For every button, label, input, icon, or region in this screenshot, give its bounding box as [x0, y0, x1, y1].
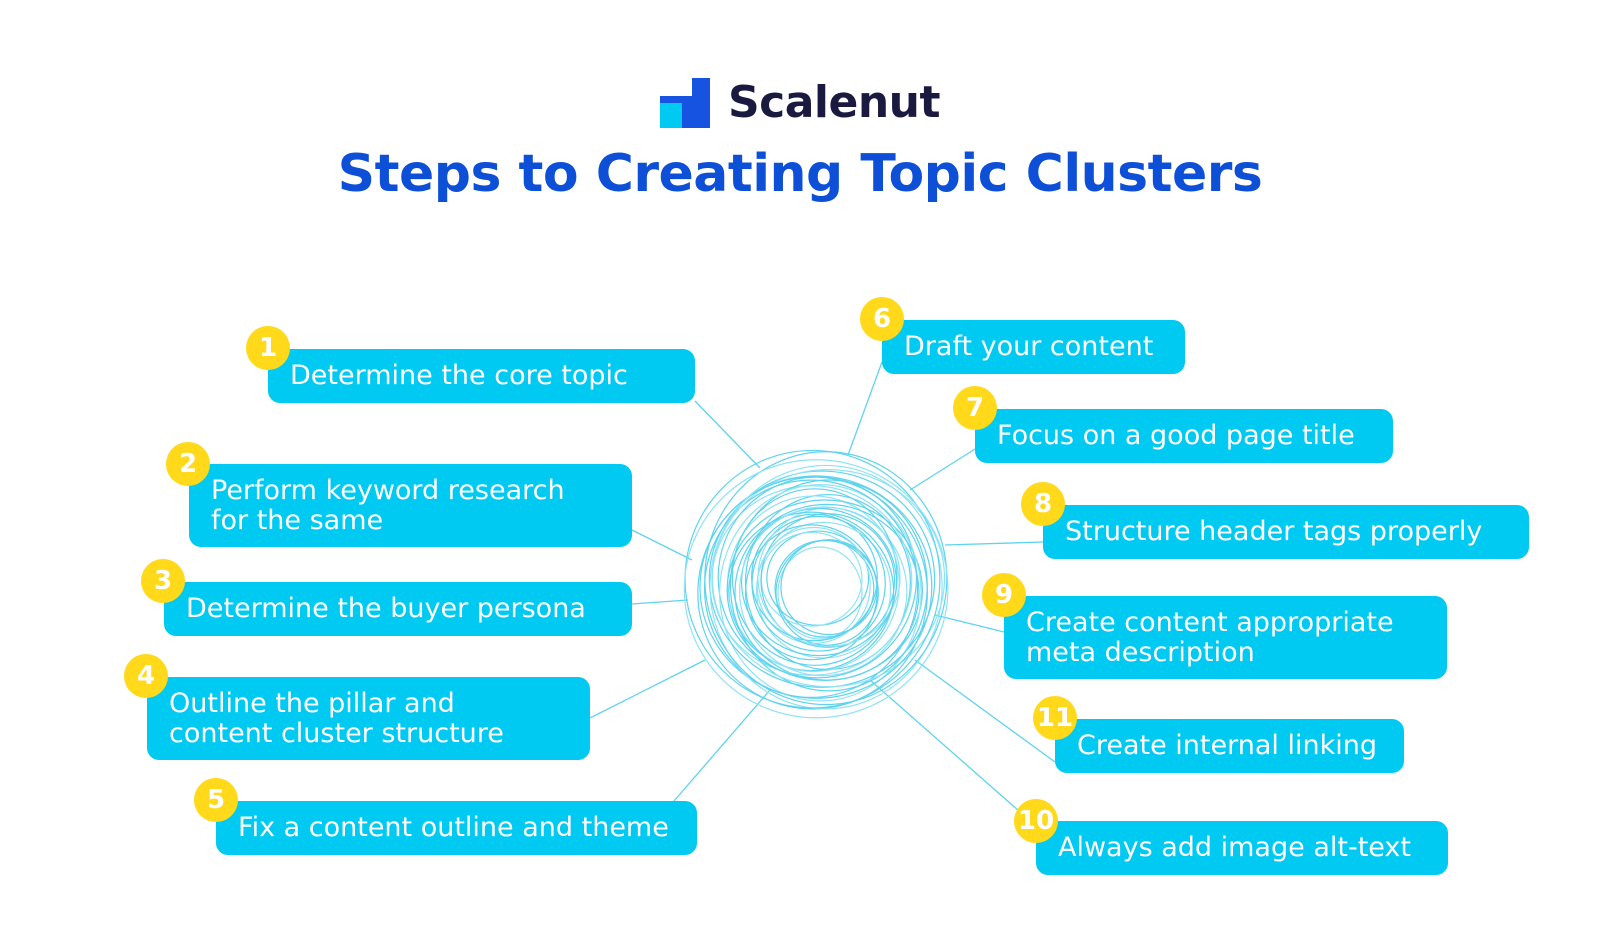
step-box-9: Create content appropriate meta descript… — [1004, 596, 1447, 679]
step-box-11: Create internal linking — [1055, 719, 1404, 773]
step-label: Structure header tags properly — [1065, 516, 1483, 547]
step-label: Fix a content outline and theme — [238, 812, 669, 843]
swirl-ring — [704, 451, 948, 706]
step-box-2: Perform keyword research for the same — [189, 464, 632, 547]
step-box-7: Focus on a good page title — [975, 409, 1393, 463]
brand-name: Scalenut — [727, 77, 941, 128]
brand-logo: Scalenut — [0, 78, 1600, 128]
swirl-ring — [751, 513, 878, 642]
swirl-ring — [703, 479, 919, 698]
step-label: Create content appropriate meta descript… — [1026, 606, 1394, 668]
connector-line — [869, 679, 1037, 827]
step-badge-1: 1 — [246, 326, 290, 370]
swirl-ring — [711, 469, 946, 688]
step-box-3: Determine the buyer persona — [164, 582, 632, 636]
step-badge-7: 7 — [953, 386, 997, 430]
swirl-ring — [699, 475, 933, 699]
step-label: Outline the pillar and content cluster s… — [169, 687, 504, 749]
connector-line — [914, 659, 1056, 763]
step-badge-2: 2 — [166, 442, 210, 486]
swirl-ring — [708, 470, 936, 688]
step-label: Always add image alt-text — [1058, 832, 1411, 863]
step-badge-5: 5 — [194, 778, 238, 822]
step-badge-9: 9 — [982, 573, 1026, 617]
step-badge-6: 6 — [860, 297, 904, 341]
swirl-ring — [709, 464, 943, 710]
connector-line — [847, 361, 883, 456]
connector-line — [673, 689, 771, 802]
step-badge-11: 11 — [1033, 696, 1077, 740]
swirl-ring — [739, 506, 908, 677]
step-badge-10: 10 — [1014, 799, 1058, 843]
connector-line — [909, 448, 976, 491]
step-label: Perform keyword research for the same — [211, 474, 565, 536]
connector-line — [631, 599, 689, 605]
swirl-ring — [751, 515, 886, 652]
step-label: Determine the buyer persona — [186, 593, 586, 624]
swirl-ring — [728, 511, 895, 672]
connector-line — [589, 659, 706, 719]
header: Scalenut Steps to Creating Topic Cluster… — [0, 0, 1600, 230]
swirl-ring — [744, 493, 911, 671]
step-label: Create internal linking — [1077, 730, 1377, 761]
swirl-ring — [697, 476, 928, 710]
step-box-4: Outline the pillar and content cluster s… — [147, 677, 590, 760]
swirl-ring — [683, 459, 949, 719]
swirl-ring — [775, 539, 879, 646]
step-badge-8: 8 — [1021, 482, 1065, 526]
swirl-ring — [718, 484, 922, 702]
step-label: Draft your content — [904, 331, 1154, 362]
step-label: Determine the core topic — [290, 360, 628, 391]
step-box-6: Draft your content — [882, 320, 1185, 374]
step-label: Focus on a good page title — [997, 420, 1355, 451]
step-badge-3: 3 — [141, 559, 185, 603]
step-box-5: Fix a content outline and theme — [216, 801, 697, 855]
swirl-ring — [777, 546, 863, 640]
scalenut-logo-icon — [659, 78, 710, 128]
page-title: Steps to Creating Topic Clusters — [337, 144, 1263, 204]
connector-line — [631, 529, 693, 561]
step-box-8: Structure header tags properly — [1043, 505, 1529, 559]
connector-line — [934, 614, 1005, 633]
swirl-ring — [731, 488, 898, 666]
step-box-10: Always add image alt-text — [1036, 821, 1448, 875]
connector-line — [944, 541, 1044, 546]
step-badge-4: 4 — [124, 654, 168, 698]
connector-line — [694, 400, 761, 469]
step-box-1: Determine the core topic — [268, 349, 695, 403]
swirl-ring — [726, 499, 924, 681]
